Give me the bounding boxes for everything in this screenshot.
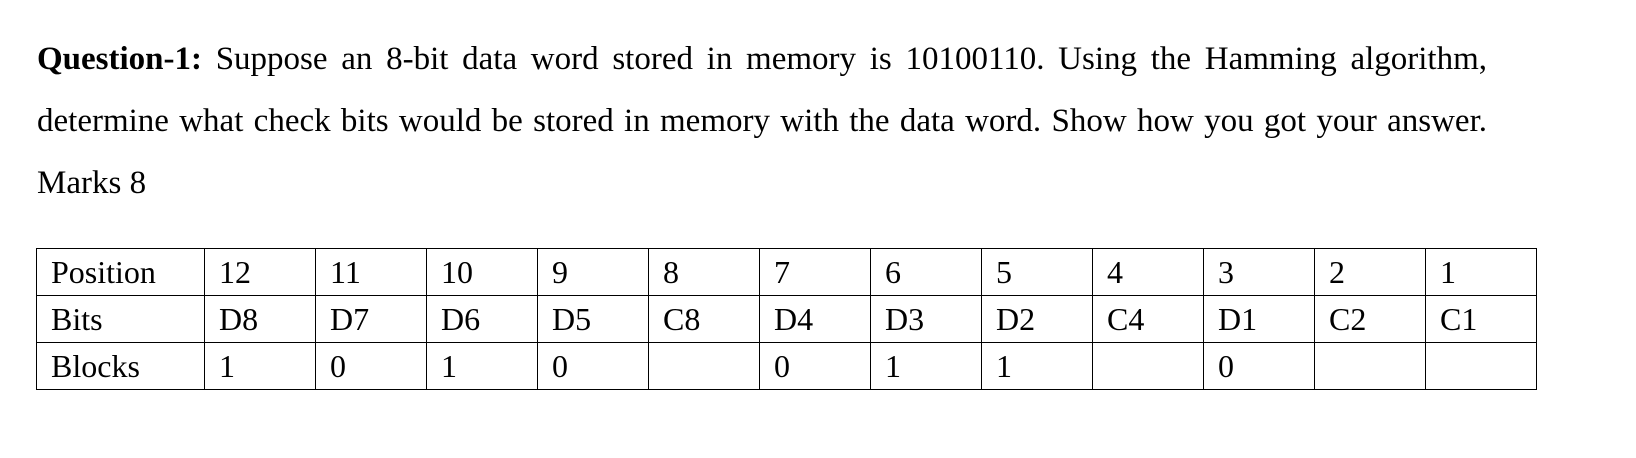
table-cell: 8 [648,248,760,296]
table-cell-empty [648,342,760,390]
table-cell: 10 [426,248,538,296]
table-cell-empty [1314,342,1426,390]
table-cell: D7 [315,295,427,343]
table-cell: 1 [204,342,316,390]
table-cell: 4 [1092,248,1204,296]
table-cell: 3 [1203,248,1315,296]
question-text: Suppose an 8-bit data word stored in mem… [37,41,1487,201]
table-cell: D2 [981,295,1093,343]
table-row: Blocks 1 0 1 0 0 1 1 0 [36,342,1537,390]
table-cell: 1 [870,342,982,390]
table-cell: 0 [1203,342,1315,390]
table-cell: D1 [1203,295,1315,343]
table-cell: C4 [1092,295,1204,343]
row-header-position: Position [36,248,205,296]
question-label: Question-1: [37,41,202,77]
question-paragraph: Question-1: Suppose an 8-bit data word s… [37,28,1487,214]
table-cell: D5 [537,295,649,343]
table-cell: D8 [204,295,316,343]
table-cell: 1 [426,342,538,390]
table-cell: 9 [537,248,649,296]
table-cell: 1 [1425,248,1537,296]
table-cell: 0 [537,342,649,390]
table-cell: 2 [1314,248,1426,296]
table-cell: D3 [870,295,982,343]
row-header-bits: Bits [36,295,205,343]
table-cell-empty [1092,342,1204,390]
table-cell-empty [1425,342,1537,390]
table-cell: D6 [426,295,538,343]
table-cell: 0 [759,342,871,390]
table-cell: 7 [759,248,871,296]
table-cell: 0 [315,342,427,390]
table-cell: 11 [315,248,427,296]
hamming-table: Position 12 11 10 9 8 7 6 5 4 3 2 1 Bits… [36,248,1537,390]
table-cell: C1 [1425,295,1537,343]
table-cell: 5 [981,248,1093,296]
table-cell: 12 [204,248,316,296]
row-header-blocks: Blocks [36,342,205,390]
table-cell: 6 [870,248,982,296]
table-row: Position 12 11 10 9 8 7 6 5 4 3 2 1 [36,248,1537,296]
table-cell: 1 [981,342,1093,390]
table-cell: D4 [759,295,871,343]
table-cell: C8 [648,295,760,343]
table-cell: C2 [1314,295,1426,343]
table-row: Bits D8 D7 D6 D5 C8 D4 D3 D2 C4 D1 C2 C1 [36,295,1537,343]
